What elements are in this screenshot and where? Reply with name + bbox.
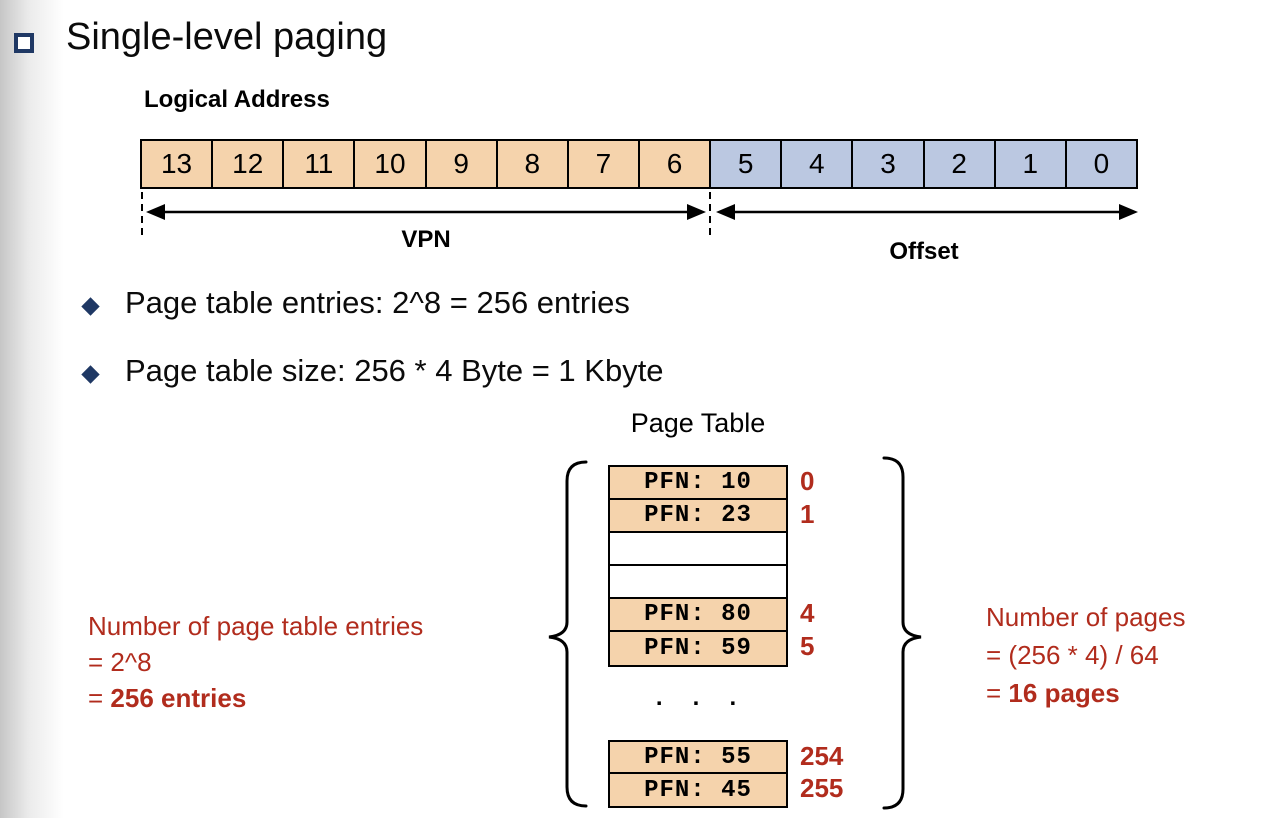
page-table-entry: PFN: 45 (610, 774, 786, 806)
bit-cell-9: 9 (426, 141, 498, 187)
page-table-title: Page Table (630, 408, 766, 438)
page-table-index: 4 (800, 598, 815, 628)
page-table-ellipsis: . . . (651, 686, 744, 713)
note-line: Number of page table entries (88, 611, 424, 641)
bit-cell-2: 2 (924, 141, 996, 187)
bit-cell-8: 8 (497, 141, 569, 187)
note-line: = (256 * 4) / 64 (986, 640, 1159, 670)
bullet-item: Page table size: 256 * 4 Byte = 1 Kbyte (81, 353, 664, 389)
note-prefix: = (88, 683, 111, 713)
bit-cell-11: 11 (284, 141, 356, 187)
bit-cell-0: 0 (1066, 141, 1136, 187)
page-table-index: 254 (800, 741, 844, 771)
page-table-index: 255 (800, 773, 844, 803)
vpn-offset-arrows (141, 192, 1138, 236)
page-table-entry: PFN: 10 (610, 467, 786, 500)
left-note: Number of page table entries = 2^8 = 256… (88, 608, 423, 716)
note-line: = 2^8 (88, 647, 152, 677)
page-title: Single-level paging (66, 16, 388, 58)
note-line: Number of pages (986, 602, 1186, 632)
left-edge-gradient (0, 0, 64, 818)
offset-label: Offset (889, 238, 959, 265)
bit-cell-10: 10 (355, 141, 427, 187)
bullet-item: Page table entries: 2^8 = 256 entries (81, 285, 630, 321)
offset-span-arrow (716, 204, 1138, 220)
page-table-empty-entry (610, 566, 786, 599)
bullet-text: Page table entries: 2^8 = 256 entries (125, 285, 630, 320)
vpn-label: VPN (401, 226, 451, 253)
diamond-bullet-icon (81, 365, 100, 384)
page-table-index: 0 (800, 466, 815, 496)
bit-cell-3: 3 (853, 141, 925, 187)
page-table-entry: PFN: 59 (610, 632, 786, 665)
title-row: Single-level paging (14, 16, 387, 59)
bit-cell-6: 6 (639, 141, 712, 187)
right-note: Number of pages = (256 * 4) / 64 = 16 pa… (986, 598, 1185, 712)
page-table-index: 5 (800, 631, 815, 661)
bullet-text: Page table size: 256 * 4 Byte = 1 Kbyte (125, 353, 664, 388)
note-line: = 16 pages (986, 674, 1185, 712)
note-prefix: = (986, 678, 1009, 708)
page-table-index: 1 (800, 499, 815, 529)
note-line: = 256 entries (88, 680, 423, 716)
square-bullet-icon (14, 33, 34, 53)
vpn-span-arrow (146, 204, 706, 220)
bit-cell-4: 4 (782, 141, 854, 187)
right-brace-icon (882, 456, 922, 810)
page-table-braces (548, 456, 922, 810)
left-brace-icon (548, 460, 588, 808)
page-table-entry: PFN: 55 (610, 742, 786, 774)
bit-cell-12: 12 (213, 141, 285, 187)
bit-cell-7: 7 (568, 141, 640, 187)
diamond-bullet-icon (81, 297, 100, 316)
page-table-empty-entry (610, 533, 786, 566)
note-bold-value: 16 pages (1008, 678, 1120, 708)
bit-cell-5: 5 (711, 141, 783, 187)
note-bold-value: 256 entries (110, 683, 247, 713)
page-table-entry: PFN: 80 (610, 599, 786, 632)
page-table-entry: PFN: 23 (610, 500, 786, 533)
bit-cell-13: 13 (142, 141, 214, 187)
bit-cell-1: 1 (995, 141, 1067, 187)
logical-address-label: Logical Address (144, 86, 330, 113)
